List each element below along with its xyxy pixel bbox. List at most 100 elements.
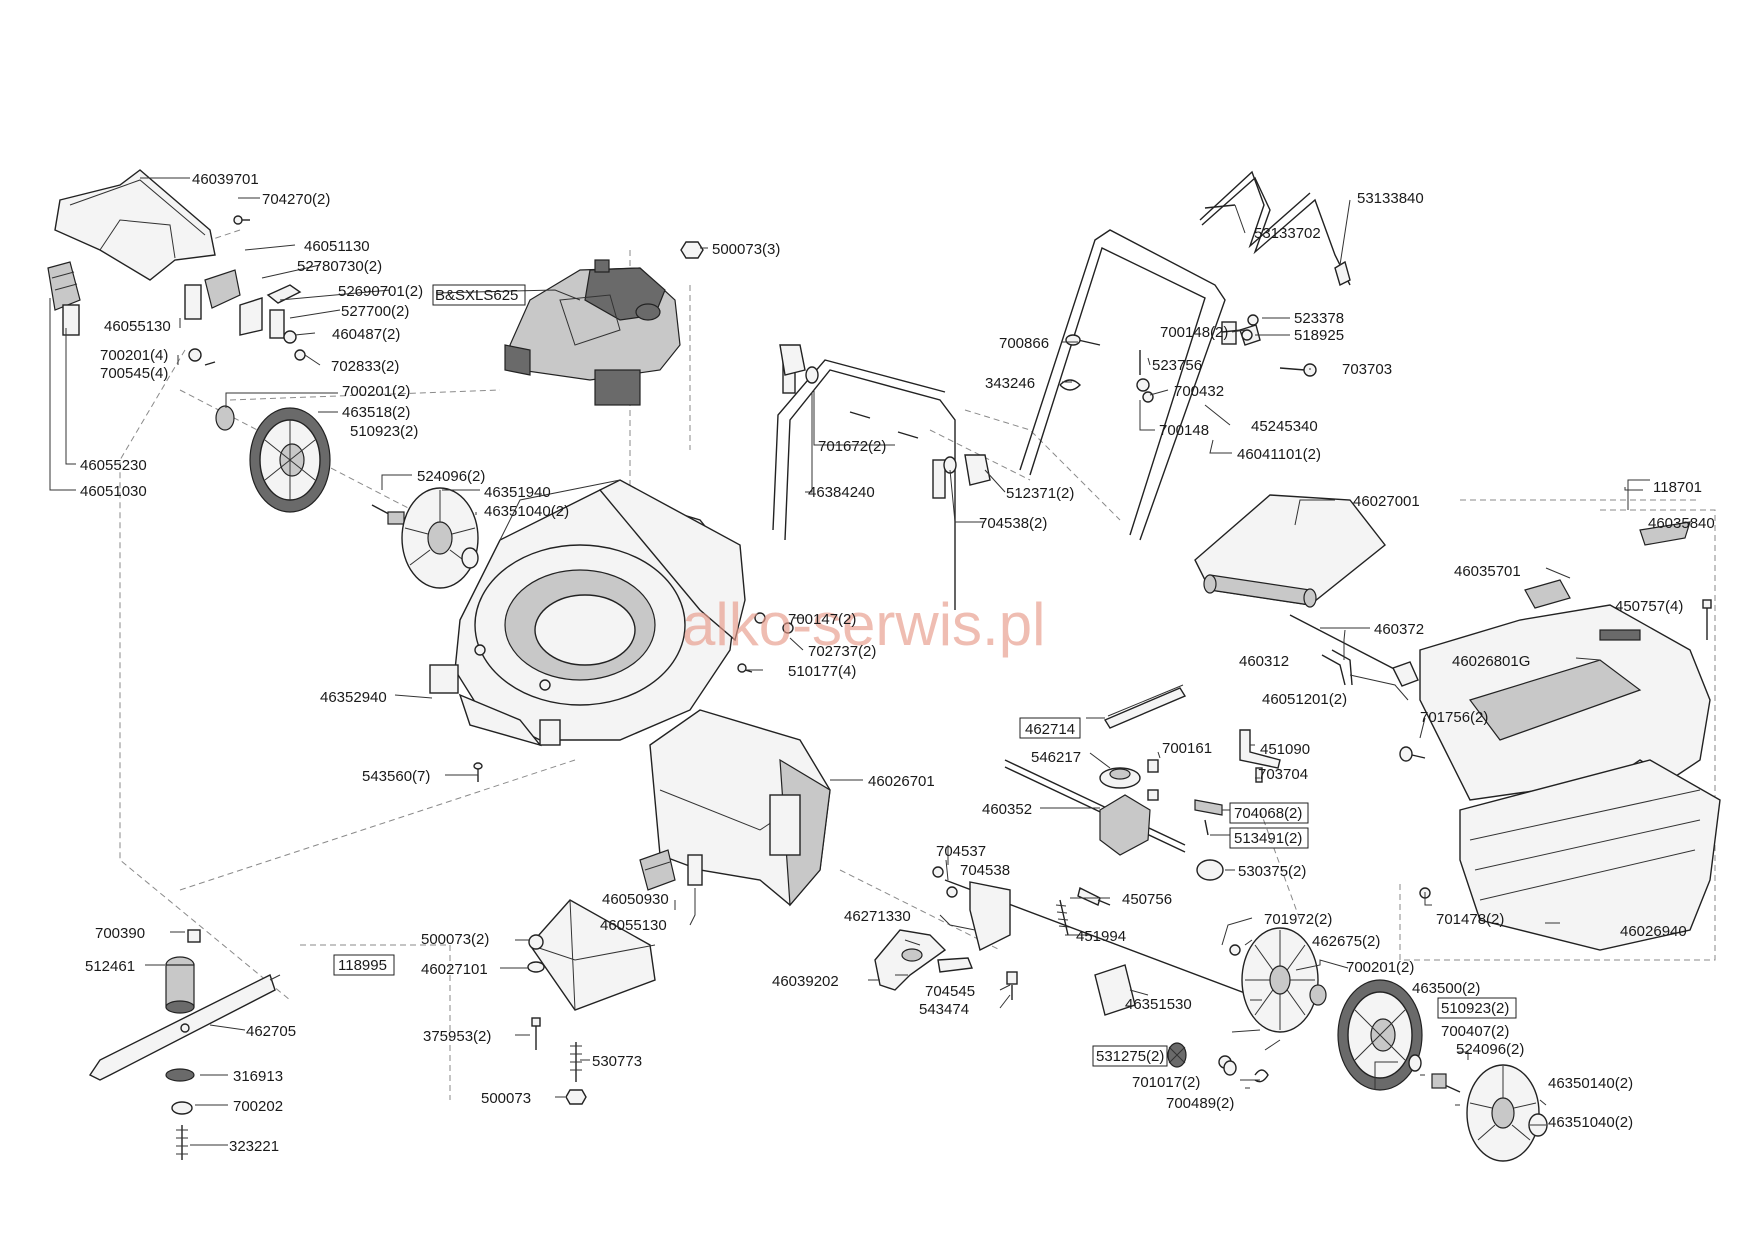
part-label: 500073 <box>481 1090 531 1107</box>
part-label: 700202 <box>233 1098 283 1115</box>
part-label: 46055130 <box>600 917 667 934</box>
part-label: 46026940 <box>1620 923 1687 940</box>
deck-fasteners <box>473 612 794 782</box>
part-label: 500073(2) <box>421 931 489 948</box>
wheel-cap-left <box>371 487 479 589</box>
part-label: 700147(2) <box>788 611 856 628</box>
part-label: 524096(2) <box>417 468 485 485</box>
part-label: 52690701(2) <box>338 283 423 300</box>
part-label: 460487(2) <box>332 326 400 343</box>
part-label: 700201(4) <box>100 347 168 364</box>
part-label: 530773 <box>592 1053 642 1070</box>
rear-wheel-left <box>215 405 331 513</box>
part-label: 510177(4) <box>788 663 856 680</box>
part-label: 510923(2) <box>1441 1000 1509 1017</box>
part-label: 703703 <box>1342 361 1392 378</box>
part-label: 700545(4) <box>100 365 168 382</box>
part-label: 316913 <box>233 1068 283 1085</box>
gearbox <box>1004 759 1186 856</box>
part-label: 702737(2) <box>808 643 876 660</box>
part-label: 704538 <box>960 862 1010 879</box>
part-label: B&SXLS625 <box>435 287 518 304</box>
part-label: 46026801G <box>1452 653 1530 670</box>
part-label: 46050930 <box>602 891 669 908</box>
leader-lines <box>49 177 1650 1146</box>
lower-handle <box>772 354 956 610</box>
part-label: 460312 <box>1239 653 1289 670</box>
part-label: 701756(2) <box>1420 709 1488 726</box>
part-label: 530375(2) <box>1238 863 1306 880</box>
part-label: 46271330 <box>844 908 911 925</box>
rear-flap-part <box>54 169 216 281</box>
part-label: 118995 <box>338 957 387 974</box>
part-label: 451090 <box>1260 741 1310 758</box>
rear-axle <box>932 866 1291 1016</box>
part-label: 700489(2) <box>1166 1095 1234 1112</box>
part-label: 46351940 <box>484 484 551 501</box>
part-label: 523756 <box>1152 357 1202 374</box>
part-label: 700407(2) <box>1441 1023 1509 1040</box>
axle-small-parts <box>1167 1042 1269 1083</box>
upper-handle <box>1019 170 1351 541</box>
boxed-label-frames <box>333 284 1517 1067</box>
part-label: 523378 <box>1294 310 1344 327</box>
part-label: 512461 <box>85 958 135 975</box>
part-label: 701017(2) <box>1132 1074 1200 1091</box>
part-label: 463500(2) <box>1412 980 1480 997</box>
part-label: 46027101 <box>421 961 488 978</box>
part-label: 462705 <box>246 1023 296 1040</box>
part-label: 450757(4) <box>1615 598 1683 615</box>
part-label: 46384240 <box>808 484 875 501</box>
part-label: 510923(2) <box>350 423 418 440</box>
part-label: 700161 <box>1162 740 1212 757</box>
part-label: 46351040(2) <box>484 503 569 520</box>
part-label: 46027001 <box>1353 493 1420 510</box>
mower-deck <box>429 479 746 747</box>
rear-wheel-right <box>1229 927 1423 1091</box>
part-label: 52780730(2) <box>297 258 382 275</box>
part-label: 462714 <box>1025 721 1075 738</box>
part-label: 701478(2) <box>1436 911 1504 928</box>
part-label: 343246 <box>985 375 1035 392</box>
part-label: 323221 <box>229 1138 279 1155</box>
part-label: 543474 <box>919 1001 969 1018</box>
bag-lever-parts <box>1289 614 1419 687</box>
part-label: 702833(2) <box>331 358 399 375</box>
part-label: 118701 <box>1653 479 1702 496</box>
nut-500073-3 <box>680 241 704 259</box>
side-flap-plate <box>639 849 703 891</box>
part-label: 704545 <box>925 983 975 1000</box>
part-label: 46051030 <box>80 483 147 500</box>
part-label: 531275(2) <box>1096 1048 1164 1065</box>
part-label: 700866 <box>999 335 1049 352</box>
drive-belt <box>1103 684 1187 729</box>
part-label: 46039202 <box>772 973 839 990</box>
insert-fasteners <box>527 934 587 1105</box>
hinge-bracket-parts <box>184 215 306 366</box>
part-label: 46051201(2) <box>1262 691 1347 708</box>
part-label: 704270(2) <box>262 191 330 208</box>
part-label: 701672(2) <box>818 438 886 455</box>
part-label: 46039701 <box>192 171 259 188</box>
handle-clamps <box>779 344 991 486</box>
part-label: 527700(2) <box>341 303 409 320</box>
part-label: 46351530 <box>1125 996 1192 1013</box>
mounting-plate-left <box>47 261 81 336</box>
part-label: 518925 <box>1294 327 1344 344</box>
part-label: 460352 <box>982 801 1032 818</box>
part-label: 450756 <box>1122 891 1172 908</box>
height-lever-grip <box>874 929 947 991</box>
part-label: 46035840 <box>1648 515 1715 532</box>
rear-chute <box>649 709 831 907</box>
part-label: 700390 <box>95 925 145 942</box>
grass-bag <box>1419 521 1721 951</box>
cable-springs <box>1055 886 1111 936</box>
mulch-insert <box>529 899 656 1011</box>
part-label: 700148(2) <box>1160 324 1228 341</box>
part-label: 701972(2) <box>1264 911 1332 928</box>
part-label: 546217 <box>1031 749 1081 766</box>
part-label: 53133840 <box>1357 190 1424 207</box>
part-label: 46352940 <box>320 689 387 706</box>
part-label: 512371(2) <box>1006 485 1074 502</box>
part-label: 46350140(2) <box>1548 1075 1633 1092</box>
